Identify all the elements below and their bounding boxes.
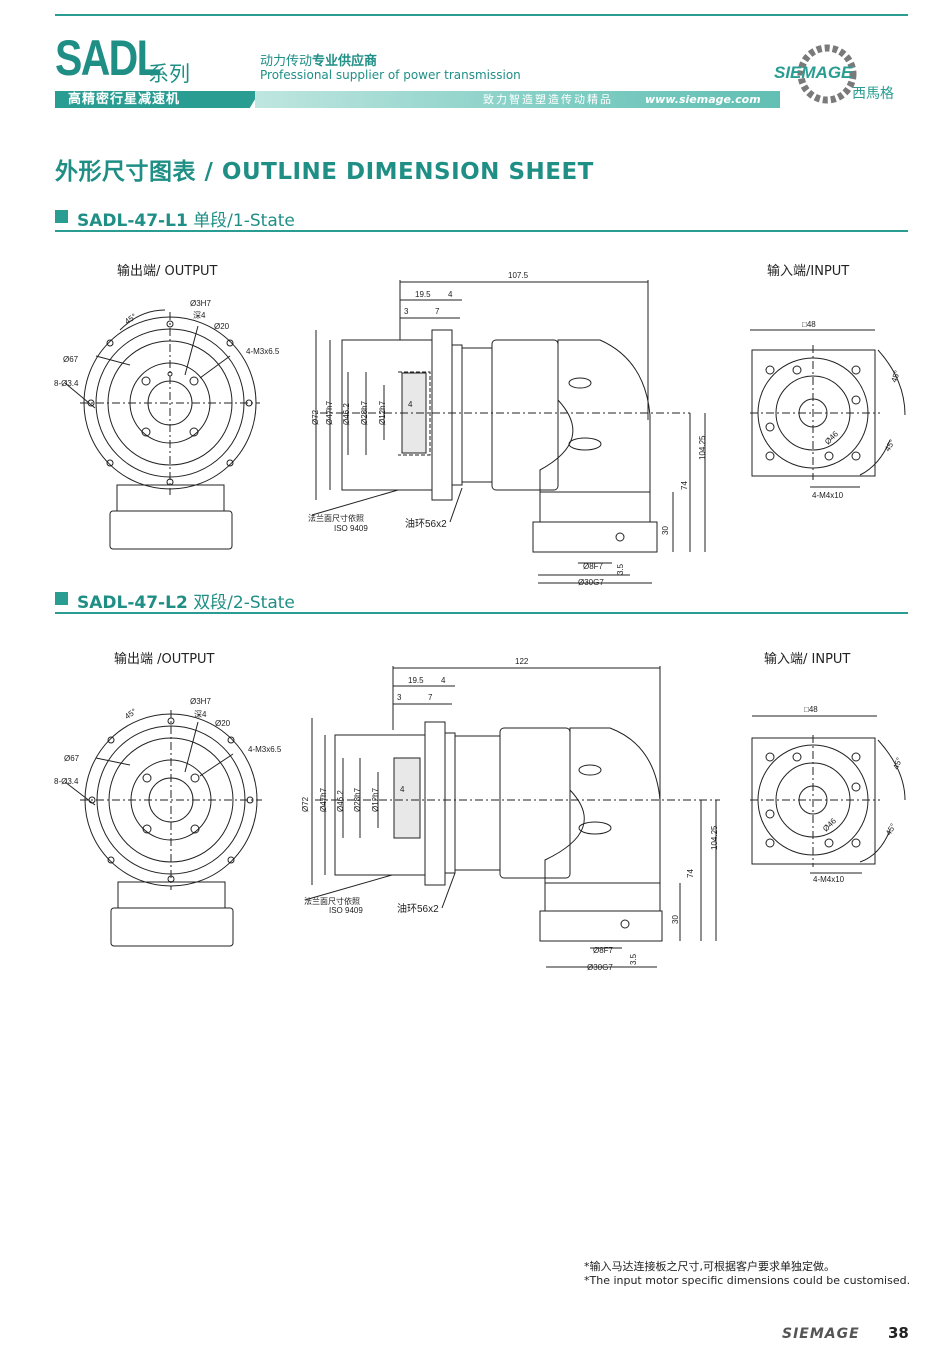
svg-text:4: 4	[441, 676, 446, 685]
svg-text:Ø30G7: Ø30G7	[578, 578, 604, 587]
header-rule	[55, 14, 908, 16]
svg-text:Ø3H7: Ø3H7	[190, 299, 211, 308]
tagline-cn: 动力传动专业供应商	[260, 54, 378, 69]
svg-text:□48: □48	[802, 320, 816, 329]
svg-text:Ø8F7: Ø8F7	[583, 562, 604, 571]
svg-text:107.5: 107.5	[508, 271, 529, 280]
svg-text:4-M3x6.5: 4-M3x6.5	[246, 347, 280, 356]
svg-text:45°: 45°	[891, 756, 904, 770]
svg-text:Ø28h7: Ø28h7	[353, 787, 362, 812]
output-label-1: 输出端/ OUTPUT	[117, 264, 218, 279]
svg-text:Ø46.2: Ø46.2	[342, 403, 351, 425]
svg-text:4: 4	[400, 785, 405, 794]
svg-text:122: 122	[515, 657, 529, 666]
svg-text:74: 74	[686, 869, 695, 878]
svg-text:8-Ø3.4: 8-Ø3.4	[54, 379, 79, 388]
svg-text:Ø47h7: Ø47h7	[319, 787, 328, 812]
section-marker	[55, 592, 68, 605]
logo-cn: 西馬格	[852, 86, 894, 102]
svg-text:4: 4	[448, 290, 453, 299]
svg-text:3: 3	[404, 307, 409, 316]
svg-text:3.5: 3.5	[629, 953, 638, 965]
svg-text:Ø67: Ø67	[63, 355, 79, 364]
svg-text:Ø47h7: Ø47h7	[325, 400, 334, 425]
siemage-logo: SIEMAGE 西馬格	[774, 44, 894, 104]
section-title-1: SADL-47-L1 单段/1-State	[77, 211, 295, 231]
svg-text:45°: 45°	[123, 707, 138, 721]
svg-text:3: 3	[397, 693, 402, 702]
side-view-2: 122 19.5 4 3 7 Ø72 Ø47h7 Ø46.2 Ø28h7 Ø12…	[301, 657, 720, 972]
svg-text:深4: 深4	[193, 311, 206, 320]
svg-text:Ø72: Ø72	[311, 409, 320, 425]
output-label-2: 输出端 /OUTPUT	[114, 652, 215, 667]
note-cn: *输入马达连接板之尺寸,可根据客户要求单独定做。	[584, 1260, 835, 1273]
svg-text:45°: 45°	[889, 369, 902, 383]
svg-text:Ø46: Ø46	[821, 816, 838, 833]
section-rule	[55, 612, 908, 614]
svg-text:法兰面尺寸依照: 法兰面尺寸依照	[304, 896, 360, 906]
svg-text:19.5: 19.5	[415, 290, 431, 299]
svg-text:ISO 9409: ISO 9409	[334, 524, 368, 533]
svg-text:30: 30	[661, 526, 670, 535]
svg-text:油环56x2: 油环56x2	[405, 517, 447, 530]
svg-text:深4: 深4	[194, 710, 207, 719]
svg-text:7: 7	[435, 307, 440, 316]
svg-text:7: 7	[428, 693, 433, 702]
svg-text:Ø46.2: Ø46.2	[336, 790, 345, 812]
banner-title: 高精密行星减速机	[68, 92, 181, 107]
page-title: 外形尺寸图表 / OUTLINE DIMENSION SHEET	[55, 159, 594, 185]
svg-text:4-M3x6.5: 4-M3x6.5	[248, 745, 282, 754]
brand-name: SADL	[55, 30, 162, 86]
output-view-1: Ø67 8-Ø3.4 45° Ø3H7 深4 Ø20 4-M3x6.5	[54, 299, 280, 550]
svg-text:8-Ø3.4: 8-Ø3.4	[54, 777, 79, 786]
svg-text:30: 30	[671, 915, 680, 924]
logo-text: SIEMAGE	[774, 63, 853, 82]
input-label-2: 输入端/ INPUT	[764, 652, 851, 667]
svg-text:法兰面尺寸依照: 法兰面尺寸依照	[308, 513, 364, 523]
svg-text:Ø46: Ø46	[823, 429, 840, 446]
svg-text:74: 74	[680, 481, 689, 490]
website-link: www.siemage.com	[645, 93, 761, 106]
svg-text:4-M4x10: 4-M4x10	[813, 875, 845, 884]
svg-text:104.25: 104.25	[710, 825, 719, 850]
svg-text:4: 4	[408, 400, 413, 409]
svg-text:Ø67: Ø67	[64, 754, 80, 763]
input-view-2: □48 45° 45° Ø46 4-M4x10	[750, 705, 906, 884]
side-view-1: 107.5 19.5 4 3 7 Ø72 Ø47h7 Ø46.2 Ø28h7 Ø…	[308, 271, 707, 587]
series-label: 系列	[148, 62, 190, 86]
section-title-2: SADL-47-L2 双段/2-State	[77, 593, 295, 613]
svg-text:Ø30G7: Ø30G7	[587, 963, 613, 972]
slogan: 致力智造塑造传动精品	[483, 93, 613, 106]
svg-text:ISO 9409: ISO 9409	[329, 906, 363, 915]
svg-text:Ø8F7: Ø8F7	[593, 946, 614, 955]
svg-text:Ø3H7: Ø3H7	[190, 697, 211, 706]
svg-text:19.5: 19.5	[408, 676, 424, 685]
svg-text:□48: □48	[804, 705, 818, 714]
svg-text:油环56x2: 油环56x2	[397, 902, 439, 915]
section-rule	[55, 230, 908, 232]
svg-text:45°: 45°	[883, 438, 897, 453]
output-view-2: Ø67 8-Ø3.4 45° Ø3H7 深4 Ø20 4-M3x6.5	[54, 697, 282, 947]
note-en: *The input motor specific dimensions cou…	[584, 1274, 911, 1287]
svg-text:Ø20: Ø20	[214, 322, 230, 331]
page-number: 38	[888, 1324, 909, 1342]
input-view-1: □48 45° 45° Ø46 4-M4x10	[750, 320, 906, 500]
svg-text:104.25: 104.25	[698, 435, 707, 460]
svg-text:Ø12h7: Ø12h7	[371, 787, 380, 812]
svg-text:3.5: 3.5	[616, 563, 625, 575]
svg-text:4-M4x10: 4-M4x10	[812, 491, 844, 500]
section-marker	[55, 210, 68, 223]
header-banner	[55, 91, 780, 108]
svg-text:45°: 45°	[884, 822, 898, 837]
svg-text:Ø12h7: Ø12h7	[378, 400, 387, 425]
svg-text:Ø20: Ø20	[215, 719, 231, 728]
tagline-en: Professional supplier of power transmiss…	[260, 68, 521, 82]
svg-text:Ø72: Ø72	[301, 796, 310, 812]
input-label-1: 输入端/INPUT	[767, 264, 850, 279]
footer-brand: SIEMAGE	[782, 1326, 860, 1342]
svg-text:Ø28h7: Ø28h7	[360, 400, 369, 425]
